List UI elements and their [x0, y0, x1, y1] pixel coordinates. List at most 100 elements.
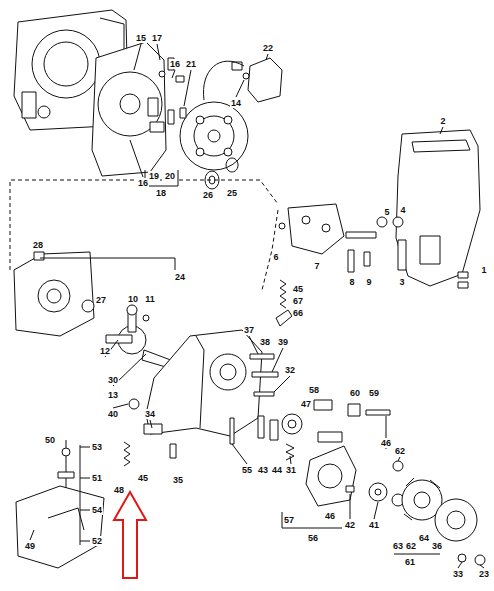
leader-lines: [150, 420, 152, 428]
bracket-lines: [145, 186, 178, 187]
leader-lines: [172, 70, 175, 78]
bracket-lines: [178, 170, 179, 186]
callout-number: 34: [144, 409, 156, 419]
callout-number: 25: [226, 188, 238, 198]
clutch: [306, 432, 485, 565]
crankcase: [146, 330, 262, 436]
chain-guard: [396, 130, 480, 288]
flywheel: [196, 148, 204, 156]
leader-lines: [274, 376, 290, 392]
brake-lever: [288, 204, 344, 254]
flywheel: [196, 116, 204, 124]
callout-number: 2: [439, 116, 446, 126]
bracket-lines: [40, 258, 175, 259]
clutch: [369, 483, 387, 501]
oil-tank: [16, 486, 104, 568]
clutch: [458, 554, 466, 562]
leader-lines: [232, 444, 247, 464]
callout-number: 38: [259, 337, 271, 347]
callout-number: 47: [300, 399, 312, 409]
leader-lines: [249, 336, 258, 354]
brake-lever: [377, 217, 387, 227]
crankcase: [230, 418, 234, 444]
callout-number: 40: [107, 409, 119, 419]
leader-lines: [272, 348, 283, 372]
brake-lever: [348, 250, 354, 272]
spring-45: [124, 442, 176, 466]
fan-housing: [22, 92, 36, 118]
crankcase: [220, 364, 236, 380]
callout-number: 54: [91, 505, 103, 515]
crankcase-half: [82, 300, 94, 312]
flywheel: [224, 116, 232, 124]
callout-number: 37: [243, 325, 255, 335]
fan-housing: [44, 42, 88, 86]
starter-plate: [150, 122, 164, 132]
leader-lines: [157, 44, 160, 60]
callout-number: 3: [398, 277, 405, 287]
callout-number: 59: [368, 388, 380, 398]
crankcase-half: [14, 252, 94, 336]
crankshaft: [143, 315, 149, 321]
callout-number: 36: [431, 541, 443, 551]
bracket-lines: [80, 478, 90, 479]
brake-lever: [322, 224, 330, 232]
small-parts: [180, 108, 186, 118]
oil-tank: [16, 440, 104, 568]
callout-number: 35: [172, 475, 184, 485]
callout-number: 62: [405, 541, 417, 551]
crankcase: [196, 336, 204, 428]
callout-number: 67: [292, 296, 304, 306]
callout-number: 16: [169, 59, 181, 69]
brake-lever: [279, 223, 285, 229]
bracket-lines: [80, 445, 81, 545]
leader-lines: [30, 530, 34, 540]
callout-number: 28: [32, 240, 44, 250]
washer-nut: [226, 158, 238, 172]
flywheel: [194, 116, 234, 156]
clutch: [414, 492, 430, 508]
bracket-lines: [40, 170, 440, 554]
callout-number: 45: [292, 284, 304, 294]
oil-pump: [288, 420, 296, 428]
callout-number: 45: [137, 473, 149, 483]
clutch: [447, 511, 465, 529]
exploded-view: [10, 10, 485, 568]
flywheel: [180, 102, 248, 170]
callout-number: 32: [284, 365, 296, 375]
crankshaft: [129, 399, 139, 409]
crankshaft: [106, 335, 132, 343]
clutch: [306, 446, 356, 506]
crankcase-half: [14, 252, 94, 336]
starter-plate: [148, 98, 158, 116]
callout-number: 62: [394, 446, 406, 456]
spring: [280, 280, 286, 308]
callout-number: 23: [478, 569, 490, 579]
starter-plate: [92, 42, 166, 176]
bracket-lines: [80, 510, 90, 511]
starter-plate: [159, 71, 165, 77]
callout-number: 43: [257, 465, 269, 475]
bracket-lines: [394, 554, 440, 555]
clutch: [393, 461, 403, 471]
oil-pump: [314, 400, 332, 410]
callout-number: 66: [292, 308, 304, 318]
brake-lever: [364, 252, 370, 266]
leader-lines: [113, 404, 128, 408]
washer-nut: [205, 158, 238, 189]
ignition-coil: [203, 61, 244, 100]
callout-number: 26: [202, 190, 214, 200]
leader-lines: [236, 80, 244, 97]
clutch: [435, 499, 477, 541]
ignition-coil: [248, 58, 282, 102]
ignition-coil: [203, 58, 282, 102]
leader-lines: [134, 44, 141, 70]
leader-lines: [374, 502, 378, 519]
flywheel: [224, 148, 232, 156]
crankshaft: [127, 305, 137, 315]
callout-number: 61: [404, 557, 416, 567]
callout-number: 24: [174, 272, 186, 282]
brake-lever: [302, 216, 310, 224]
chain-guard: [412, 140, 470, 152]
